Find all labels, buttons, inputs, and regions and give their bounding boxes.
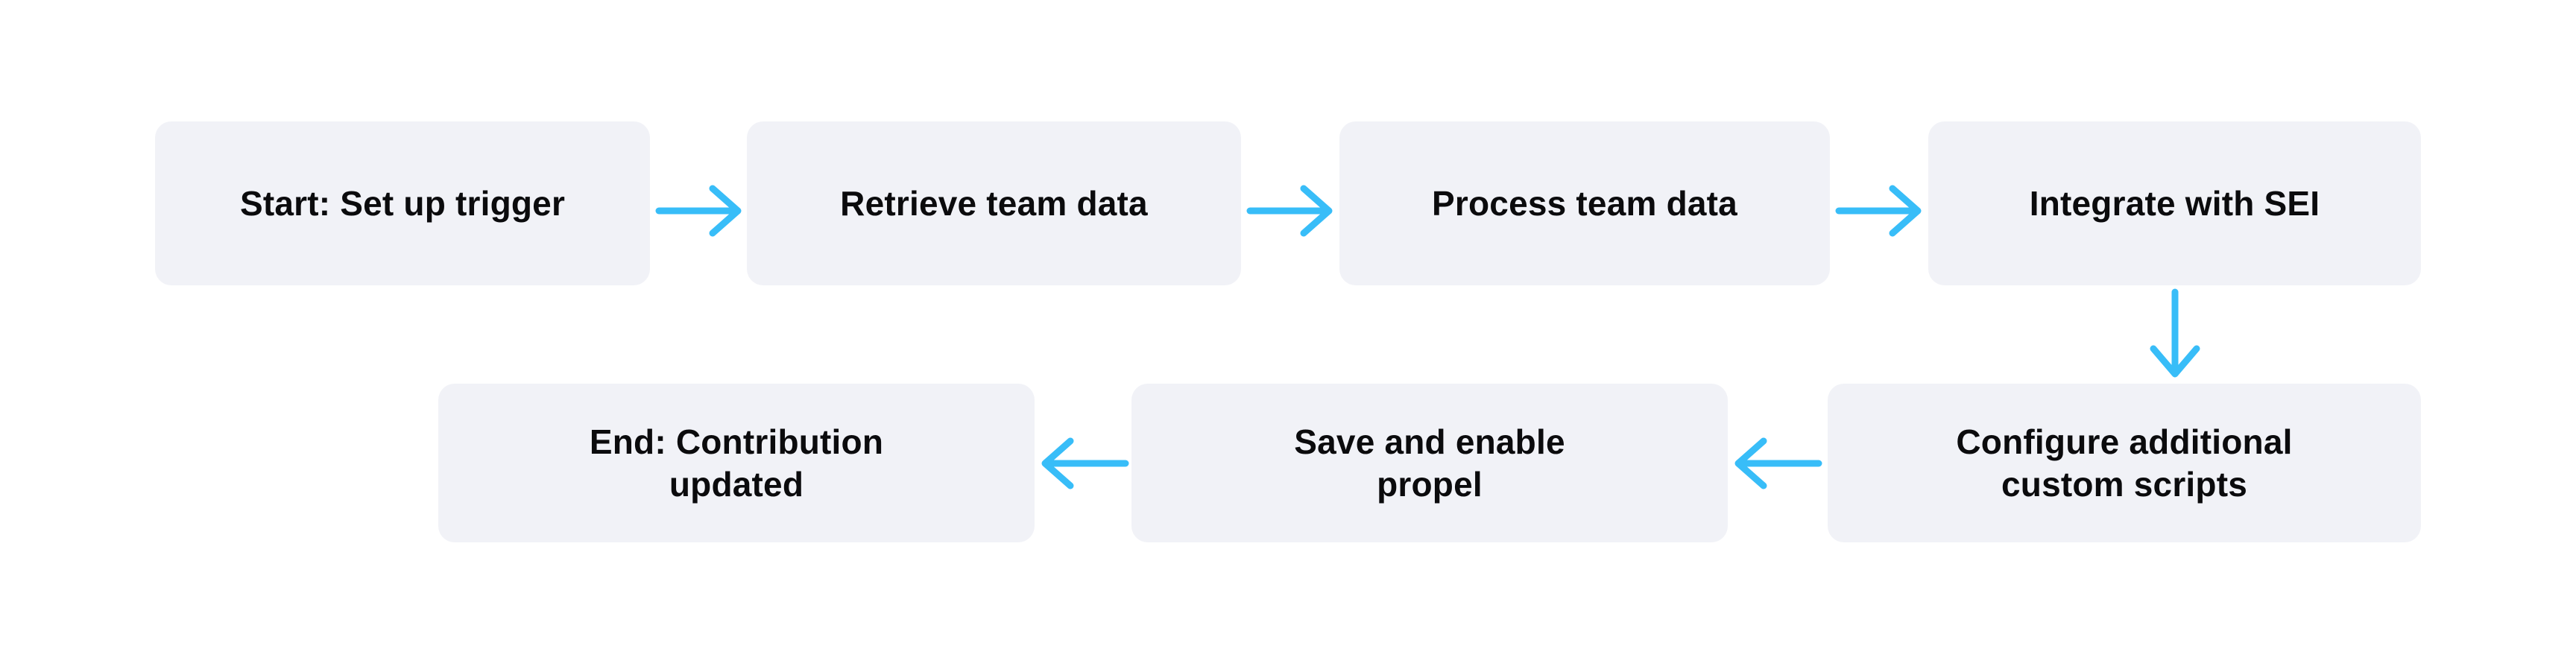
flow-node-save[interactable]: Save and enable propel — [1131, 384, 1728, 542]
arrow-left-icon — [1041, 437, 1129, 489]
flow-node-save-label: Save and enable propel — [1294, 422, 1565, 504]
flow-node-retrieve[interactable]: Retrieve team data — [747, 121, 1241, 285]
flow-node-end[interactable]: End: Contribution updated — [438, 384, 1035, 542]
flow-node-process[interactable]: Process team data — [1339, 121, 1830, 285]
arrow-left-icon — [1734, 437, 1822, 489]
flow-node-end-label: End: Contribution updated — [589, 422, 884, 504]
flow-node-process-label: Process team data — [1432, 183, 1737, 223]
arrow-right-icon — [1835, 185, 1922, 237]
flow-node-integrate-label: Integrate with SEI — [2029, 183, 2320, 223]
flow-node-configure[interactable]: Configure additional custom scripts — [1828, 384, 2421, 542]
flow-node-retrieve-label: Retrieve team data — [840, 183, 1148, 223]
arrow-down-icon — [2150, 288, 2200, 378]
flow-node-configure-label: Configure additional custom scripts — [1956, 422, 2293, 504]
flow-node-start-label: Start: Set up trigger — [239, 183, 566, 223]
arrow-right-icon — [1246, 185, 1333, 237]
arrow-right-icon — [655, 185, 742, 237]
flow-node-integrate[interactable]: Integrate with SEI — [1928, 121, 2421, 285]
flow-node-start[interactable]: Start: Set up trigger — [155, 121, 650, 285]
